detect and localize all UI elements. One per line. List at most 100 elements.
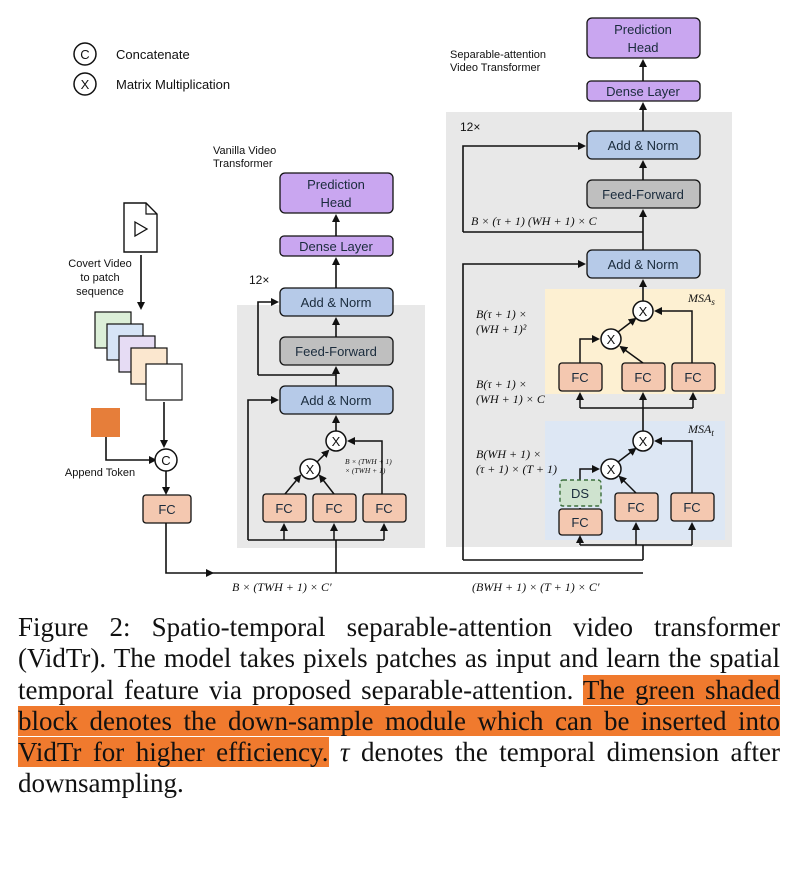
concat-label: Concatenate	[116, 47, 190, 62]
convert-label-1: Covert Video	[68, 258, 131, 270]
msa-s-fc-1-label: FC	[571, 370, 588, 385]
caption-part-1: Figure 2: Spatio-temporal separable-atte…	[18, 612, 780, 705]
vanilla-title-2: Transformer	[213, 158, 273, 170]
append-token	[91, 408, 120, 437]
vanilla-dense-layer	[279, 235, 394, 257]
video-file-icon	[123, 202, 158, 253]
msa-s-matmul-top	[632, 300, 654, 322]
patch-stack	[94, 311, 183, 401]
shape-s1-line-1: B(τ + 1) ×	[476, 307, 527, 321]
vanilla-matmul-bottom	[299, 458, 321, 480]
vanilla-shape-note-2: × (TWH + 1)	[345, 466, 386, 475]
msa-s-text: MSA	[687, 291, 712, 305]
msa-t-fc-3	[670, 492, 715, 522]
convert-label-2: to patch	[80, 272, 119, 284]
msa-t-matmul-bottom	[600, 458, 622, 480]
matmul-icon-symbol: X	[81, 77, 90, 92]
shape-t-line-2: (τ + 1) × (T + 1)	[476, 462, 557, 476]
figure-caption: Figure 2: Spatio-temporal separable-atte…	[18, 612, 780, 800]
vanilla-fc-2	[312, 493, 357, 523]
vanilla-fc-1	[262, 493, 307, 523]
ds-block-label: DS	[571, 486, 589, 501]
vanilla-matmul-top	[325, 430, 347, 452]
vanilla-transformer: Vanilla Video Transformer 12× Prediction…	[212, 145, 432, 594]
msa-t-fc-2	[614, 492, 659, 522]
concat-icon-symbol: C	[80, 47, 89, 62]
vidtr-figure: C Concatenate X Matrix Multiplication Co…	[65, 17, 732, 594]
matmul-label: Matrix Multiplication	[116, 77, 230, 92]
msa-t-text: MSA	[687, 422, 712, 436]
vanilla-dense-layer-label: Dense Layer	[299, 239, 373, 254]
caption-tau: τ	[339, 737, 350, 768]
msa-t-fc-2-label: FC	[627, 500, 644, 515]
shape-s1-line-2: (WH + 1)²	[476, 322, 527, 336]
vanilla-title-1: Vanilla Video	[213, 145, 276, 157]
vanilla-fc-3	[362, 493, 407, 523]
separable-io-label: (BWH + 1) × (T + 1) × C′	[472, 580, 600, 594]
separable-add-norm-mid-label: Add & Norm	[608, 257, 679, 272]
separable-feed-forward-label: Feed-Forward	[602, 187, 684, 202]
shape-t-line-1: B(WH + 1) ×	[476, 447, 541, 461]
separable-repeat: 12×	[460, 120, 480, 134]
separable-title-2: Video Transformer	[450, 62, 541, 74]
msa-s-matmul-bottom-symbol: X	[607, 332, 616, 347]
matmul-icon	[73, 72, 97, 96]
vanilla-fc-1-label: FC	[275, 501, 292, 516]
input-fc-block	[142, 494, 192, 524]
convert-label-3: sequence	[76, 286, 124, 298]
vanilla-add-norm-bottom	[279, 385, 394, 415]
msa-t-matmul-top-symbol: X	[639, 434, 648, 449]
vanilla-prediction-head-label-1: Prediction	[307, 177, 365, 192]
concat-icon	[73, 42, 97, 66]
vanilla-feed-forward-label: Feed-Forward	[295, 344, 377, 359]
append-token-label: Append Token	[65, 467, 135, 479]
msa-s-matmul-top-symbol: X	[639, 304, 648, 319]
separable-add-norm-mid	[586, 249, 701, 279]
input-pipeline: Covert Video to patch sequence C Append …	[65, 202, 214, 577]
msa-s-fc-2-label: FC	[634, 370, 651, 385]
msa-s-fc-3	[671, 362, 716, 392]
caption-part-2: denotes the temporal dimension after dow…	[18, 737, 780, 799]
vanilla-add-norm-top	[279, 287, 394, 317]
vanilla-matmul-bottom-symbol: X	[306, 462, 315, 477]
vanilla-repeat: 12×	[249, 273, 269, 287]
vanilla-fc-2-label: FC	[325, 501, 342, 516]
msa-s-fc-2	[621, 362, 666, 392]
msa-t-matmul-top	[632, 430, 654, 452]
separable-add-norm-top	[586, 130, 701, 160]
msa-t-subscript: t	[711, 428, 714, 438]
separable-dense-layer	[586, 80, 701, 102]
legend: C Concatenate X Matrix Multiplication	[73, 42, 230, 96]
msa-s-matmul-bottom	[600, 328, 622, 350]
msa-s-fc-3-label: FC	[684, 370, 701, 385]
ds-block	[559, 479, 602, 507]
separable-feed-forward	[586, 179, 701, 209]
vanilla-feed-forward	[279, 336, 394, 366]
vanilla-shape-note-1: B × (TWH + 1)	[345, 457, 392, 466]
separable-ff-shape: B × (τ + 1) (WH + 1) × C	[471, 214, 598, 228]
vanilla-add-norm-bottom-label: Add & Norm	[301, 393, 372, 408]
msa-t-fc-3-label: FC	[683, 500, 700, 515]
concat-node-symbol: C	[161, 453, 170, 468]
msa-s-label: MSAs	[687, 291, 715, 307]
input-fc-label: FC	[158, 502, 175, 517]
vanilla-matmul-top-symbol: X	[332, 434, 341, 449]
msa-t-matmul-bottom-symbol: X	[607, 462, 616, 477]
separable-add-norm-top-label: Add & Norm	[608, 138, 679, 153]
msa-t-fc-1-label: FC	[571, 515, 588, 530]
separable-title-1: Separable-attention	[450, 49, 546, 61]
vanilla-fc-3-label: FC	[375, 501, 392, 516]
vanilla-prediction-head	[279, 172, 394, 214]
vanilla-add-norm-top-label: Add & Norm	[301, 295, 372, 310]
separable-transformer: Separable-attention Video Transformer 12…	[432, 17, 732, 594]
msa-s-fc-1	[558, 362, 603, 392]
shape-s2-line-1: B(τ + 1) ×	[476, 377, 527, 391]
shape-s2-line-2: (WH + 1) × C	[476, 392, 546, 406]
msa-t-label: MSAt	[687, 422, 714, 438]
msa-s-subscript: s	[711, 297, 715, 307]
separable-prediction-head-label-1: Prediction	[614, 22, 672, 37]
vanilla-io-label: B × (TWH + 1) × C′	[232, 580, 332, 594]
separable-dense-layer-label: Dense Layer	[606, 84, 680, 99]
vanilla-prediction-head-label-2: Head	[320, 195, 351, 210]
